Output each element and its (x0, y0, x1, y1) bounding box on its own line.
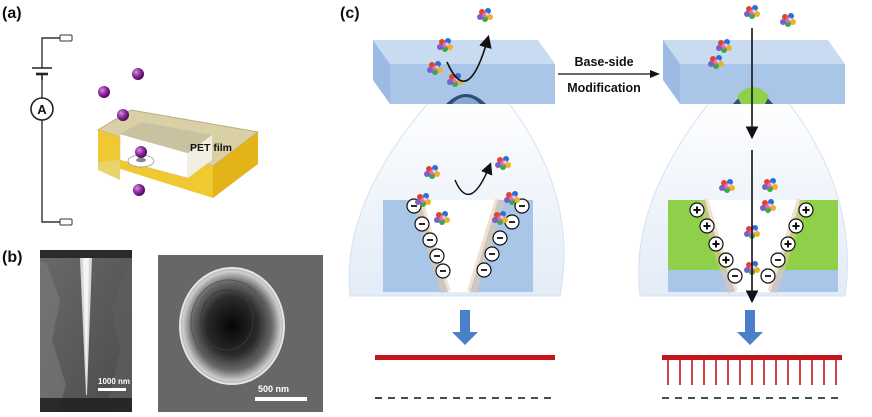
minus-charge-icon (760, 268, 776, 284)
ion-icon (132, 68, 144, 80)
plus-charge-icon (798, 202, 814, 218)
down-arrow-icon (745, 310, 755, 332)
ion-icon (98, 86, 110, 98)
rebound-arrow-icon (454, 162, 493, 196)
down-arrow-icon (460, 310, 470, 332)
scale-label-right: 500 nm (258, 384, 289, 394)
plus-charge-icon (718, 252, 734, 268)
ammeter-label: A (37, 102, 47, 117)
sem-cross-section-image: 1000 nm (40, 250, 132, 412)
ammeter-icon: A (30, 97, 54, 121)
minus-charge-icon (414, 216, 430, 232)
electrode-top-icon (59, 34, 73, 42)
unmodified-pore-schematic (348, 8, 565, 399)
scale-bar-icon (255, 397, 307, 401)
plus-charge-icon (699, 218, 715, 234)
modification-arrow: Base-side Modification (558, 55, 660, 95)
minus-charge-icon (429, 248, 445, 264)
minus-charge-icon (435, 263, 451, 279)
circuit-wire (41, 37, 62, 223)
minus-charge-icon (422, 232, 438, 248)
current-trace-left (375, 355, 555, 360)
pet-film-device: PET film (96, 109, 260, 198)
protein-icon (744, 5, 760, 19)
sem-top-view-image: 500 nm (158, 255, 323, 412)
plus-charge-icon (788, 218, 804, 234)
rebound-arrow-icon (446, 34, 492, 82)
plus-charge-icon (708, 236, 724, 252)
modified-pore-schematic (638, 5, 848, 399)
plus-charge-icon (689, 202, 705, 218)
protein-icon (780, 13, 796, 27)
arrow-label-top: Base-side (574, 55, 633, 69)
minus-charge-icon (727, 268, 743, 284)
current-trace-right (662, 355, 842, 385)
pet-film-label: PET film (190, 142, 232, 154)
arrow-label-bottom: Modification (567, 81, 641, 95)
protein-icon (477, 8, 493, 22)
plus-charge-icon (780, 236, 796, 252)
panel-a: (a) A (2, 5, 260, 226)
scale-label-left: 1000 nm (98, 377, 130, 386)
panel-c: (c) (340, 5, 848, 399)
minus-charge-icon (492, 230, 508, 246)
panel-a-label: (a) (2, 5, 22, 22)
battery-icon (32, 67, 52, 80)
minus-charge-icon (484, 246, 500, 262)
panel-c-label: (c) (340, 5, 360, 22)
electrode-bottom-icon (59, 218, 73, 226)
panel-b: (b) 1000 nm 500 nm (2, 249, 323, 412)
scale-bar-icon (98, 388, 126, 391)
minus-charge-icon (476, 262, 492, 278)
ion-icon (117, 109, 129, 121)
minus-charge-icon (770, 252, 786, 268)
panel-b-label: (b) (2, 249, 22, 266)
ion-icon (135, 146, 147, 158)
ion-icon (133, 184, 145, 196)
